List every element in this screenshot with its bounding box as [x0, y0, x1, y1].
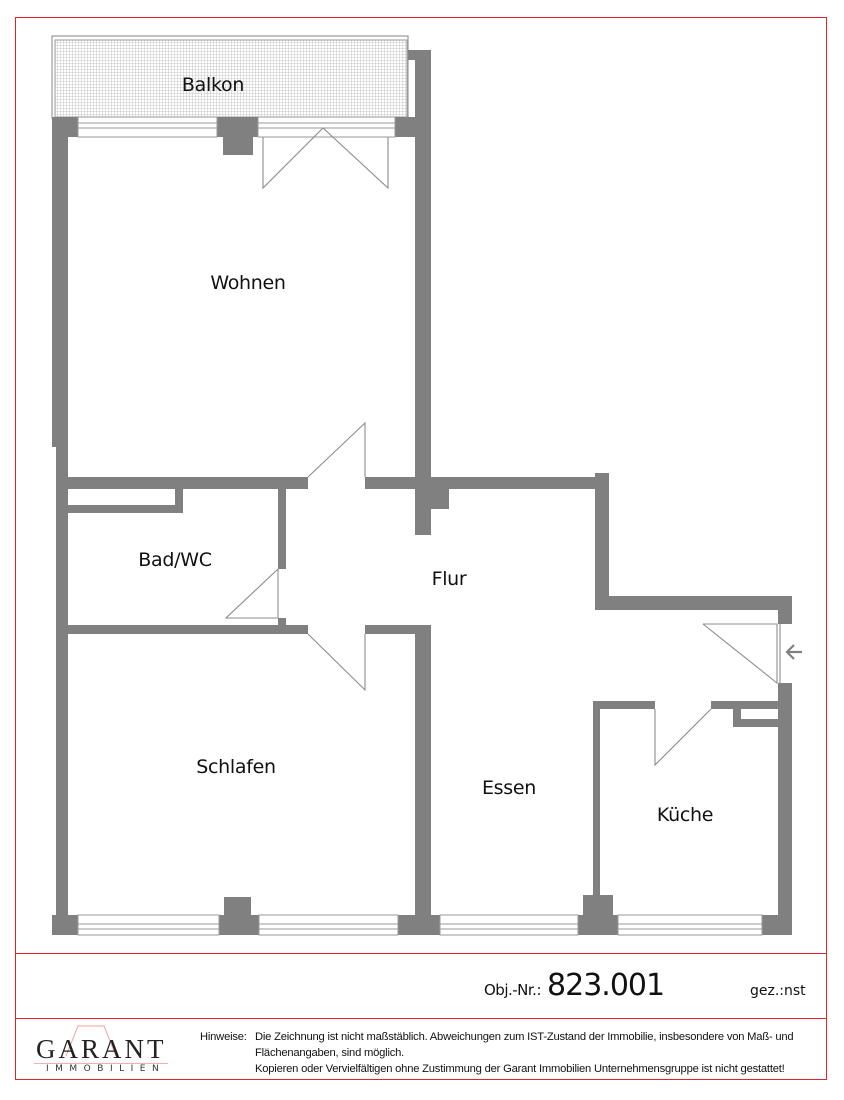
disclaimer: Hinweise: Die Zeichnung ist nicht maßstä…: [200, 1029, 794, 1077]
doors: [224, 127, 781, 767]
windows: [77, 116, 763, 936]
room-label-balkon: Balkon: [181, 74, 245, 96]
object-number-label: Obj.-Nr.:: [484, 981, 542, 999]
room-label-bad: Bad/WC: [138, 549, 212, 571]
drawing-frame: [15, 17, 827, 1080]
logo-wordmark: GARANT: [36, 1034, 167, 1064]
walls: [52, 50, 792, 935]
room-label-kueche: Küche: [656, 804, 714, 826]
room-label-wohnen: Wohnen: [210, 272, 286, 294]
balcony: [51, 35, 409, 119]
object-number: Obj.-Nr.: 823.001: [484, 968, 665, 1003]
roof-icon: [65, 1025, 117, 1057]
drawn-by: gez.:nst: [750, 983, 806, 999]
arrow-left-icon: [785, 644, 802, 660]
disclaimer-line-1: Die Zeichnung ist nicht maßstäblich. Abw…: [255, 1031, 794, 1043]
room-label-essen: Essen: [481, 777, 537, 799]
disclaimer-line-3: Kopieren oder Vervielfältigen ohne Zusti…: [255, 1063, 785, 1075]
floor-plan: [51, 35, 802, 936]
disclaimer-label: Hinweise:: [200, 1031, 247, 1043]
disclaimer-line-2: Flächenangaben, sind möglich.: [255, 1047, 405, 1059]
object-number-value: 823.001: [547, 968, 665, 1003]
logo-underline: [34, 1063, 168, 1064]
room-label-schlafen: Schlafen: [196, 756, 276, 778]
title-block-divider: [15, 953, 827, 954]
footer-divider: [15, 1018, 827, 1019]
room-label-flur: Flur: [431, 568, 467, 590]
garant-logo: GARANT IMMOBILIEN: [34, 1025, 174, 1076]
logo-subtitle: IMMOBILIEN: [46, 1064, 166, 1074]
